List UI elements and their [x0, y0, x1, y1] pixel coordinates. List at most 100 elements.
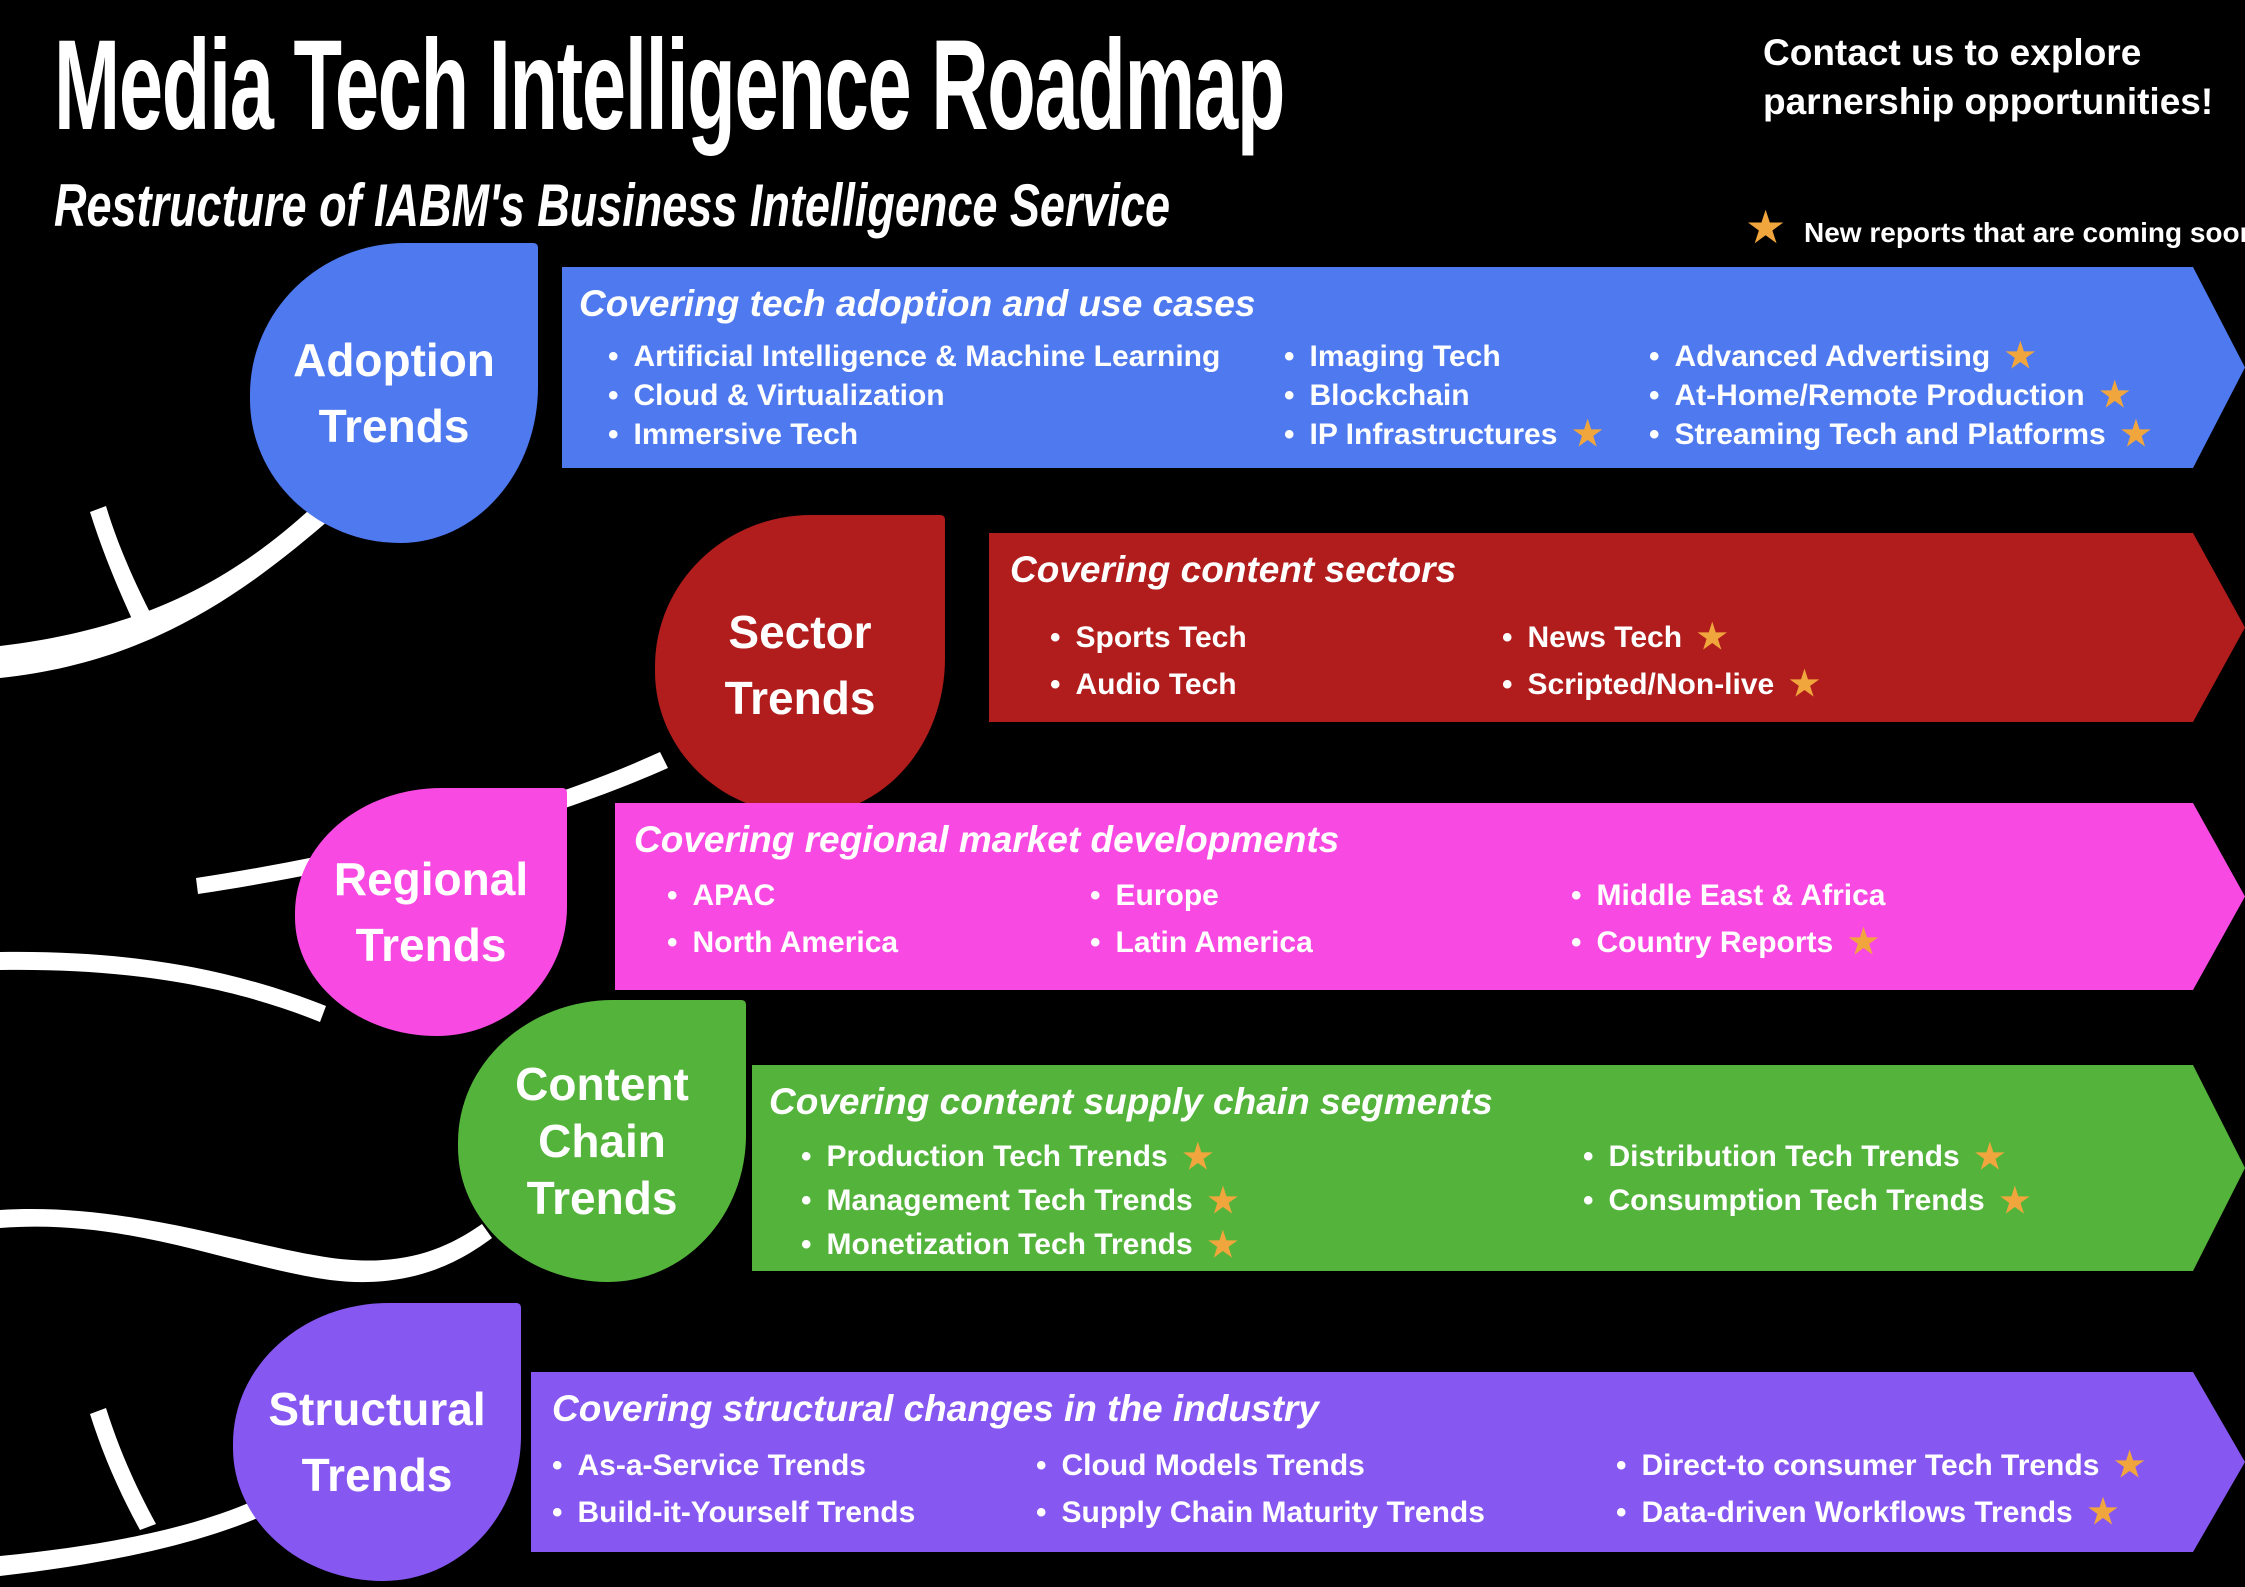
item-label: Streaming Tech and Platforms [1674, 418, 2106, 451]
item-label: APAC [692, 879, 776, 912]
list-item: •Scripted/Non-live★ [1502, 661, 1820, 708]
list-item: •Country Reports★ [1571, 919, 1885, 966]
list-item: • News Tech ★ [1502, 614, 1820, 661]
bullet-icon: • [1616, 1496, 1627, 1529]
list-item: •Middle East & Africa [1571, 872, 1885, 919]
item-label: Audio Tech [1075, 668, 1237, 701]
list-item: •Distribution Tech Trends★ [1583, 1135, 2030, 1179]
item-label: Distribution Tech Trends [1608, 1140, 1960, 1173]
list-item: • Audio Tech [1050, 661, 1247, 708]
bullet-icon: • [1090, 879, 1101, 912]
bullet-icon: • [552, 1449, 563, 1482]
list-item: • Artificial Intelligence & Machine Learn… [608, 337, 1220, 376]
star-icon: ★ [1745, 201, 1787, 253]
star-icon: ★ [2005, 337, 2036, 375]
branch-structural-twig [90, 1408, 156, 1530]
list-item: •Cloud Models Trends [1036, 1442, 1485, 1489]
list-item: •Latin America [1090, 919, 1313, 966]
bullet-icon: • [1583, 1140, 1594, 1173]
banner-adoption-trends: Covering tech adoption and use cases • Ar… [562, 267, 2245, 468]
list-item: • Sports Tech [1050, 614, 1247, 661]
bullet-icon: • [1502, 668, 1513, 701]
bullet-icon: • [1284, 340, 1295, 373]
bullet-icon: • [1284, 379, 1295, 412]
banner-header: Covering content supply chain segments [769, 1081, 1493, 1122]
banner-sector-trends: Covering content sectors •Sports Tech•Au… [989, 533, 2245, 722]
item-label: Imaging Tech [1309, 340, 1501, 373]
bullet-column: •Cloud Models Trends•Supply Chain Maturi… [1036, 1442, 1485, 1536]
leaf-label-line: Chain [538, 1114, 666, 1167]
branch-adoption-twig [90, 506, 158, 636]
bullet-icon: • [1649, 340, 1660, 373]
leaf-label-line: Structural [268, 1383, 486, 1435]
star-icon: ★ [1697, 618, 1728, 656]
leaf-label-line: Content [515, 1057, 689, 1110]
banner-structural-trends: Covering structural changes in the indus… [531, 1372, 2245, 1552]
star-icon: ★ [1572, 415, 1603, 453]
list-item: •Production Tech Trends★ [801, 1135, 1238, 1179]
bullet-icon: • [667, 926, 678, 959]
bullet-icon: • [1050, 668, 1061, 701]
list-item: •IP Infrastructures★ [1284, 415, 1603, 454]
item-label: Artificial Intelligence & Machine Learni… [633, 340, 1221, 373]
bullet-icon: • [1571, 926, 1582, 959]
branch-content-chain [0, 1209, 492, 1283]
item-label: At-Home/Remote Production [1674, 379, 2085, 412]
bullet-icon: • [608, 340, 619, 373]
star-icon: ★ [1789, 665, 1820, 703]
bullet-column: •Direct-to consumer Tech Trends★•Data-dr… [1616, 1442, 2145, 1536]
star-icon: ★ [2087, 1493, 2119, 1531]
bullet-icon: • [552, 1496, 563, 1529]
item-label: Cloud & Virtualization [633, 379, 945, 412]
bullet-icon: • [1502, 621, 1513, 654]
star-icon: ★ [1207, 1182, 1239, 1220]
item-label: Supply Chain Maturity Trends [1061, 1496, 1485, 1529]
leaf-label-line: Regional [333, 853, 529, 905]
star-icon: ★ [1848, 923, 1879, 961]
item-label: Middle East & Africa [1596, 879, 1886, 912]
list-item: • APAC [667, 872, 898, 919]
leaf-label-line: Trends [301, 1449, 453, 1501]
contact-line-2: parnership opportunities! [1763, 81, 2214, 122]
item-label: Direct-to consumer Tech Trends [1641, 1449, 2100, 1482]
leaf-label-line: Sector [728, 606, 872, 658]
star-icon: ★ [2099, 376, 2131, 414]
bullet-icon: • [1050, 621, 1061, 654]
item-label: Monetization Tech Trends [826, 1228, 1193, 1261]
list-item: •Advanced Advertising★ [1649, 337, 2151, 376]
item-label: North America [692, 926, 899, 959]
bullet-column: • Europe •Latin America [1090, 872, 1313, 966]
item-label: As-a-Service Trends [577, 1449, 866, 1482]
star-icon: ★ [1207, 1226, 1239, 1264]
list-item: • Blockchain [1284, 376, 1603, 415]
list-item: •Immersive Tech [608, 415, 1220, 454]
item-label: News Tech [1527, 621, 1683, 654]
bullet-icon: • [667, 879, 678, 912]
star-icon: ★ [2114, 1446, 2145, 1484]
item-label: Blockchain [1309, 379, 1470, 412]
item-label: Europe [1115, 879, 1219, 912]
bullet-icon: • [801, 1140, 812, 1173]
bullet-column: • Artificial Intelligence & Machine Learn… [608, 337, 1220, 454]
bullet-icon: • [1649, 379, 1660, 412]
bullet-icon: • [608, 418, 619, 451]
item-label: Sports Tech [1075, 621, 1247, 654]
bullet-icon: • [1616, 1449, 1627, 1482]
item-label: Cloud Models Trends [1061, 1449, 1365, 1482]
page-title: Media Tech Intelligence Roadmap [54, 14, 1285, 157]
list-item: •Supply Chain Maturity Trends [1036, 1489, 1485, 1536]
bullet-icon: • [1649, 418, 1660, 451]
leaf-label-line: Trends [724, 672, 876, 724]
banner-header: Covering regional market developments [634, 819, 1340, 860]
list-item: •Cloud & Virtualization [608, 376, 1220, 415]
branch-regional [0, 951, 326, 1022]
contact-line-1: Contact us to explore [1763, 32, 2142, 73]
bullet-column: • Imaging Tech • Blockchain•IP Infrastructu… [1284, 337, 1603, 454]
item-label: Build-it-Yourself Trends [577, 1496, 916, 1529]
banner-header: Covering tech adoption and use cases [579, 283, 1256, 324]
list-item: •Consumption Tech Trends★ [1583, 1179, 2030, 1223]
